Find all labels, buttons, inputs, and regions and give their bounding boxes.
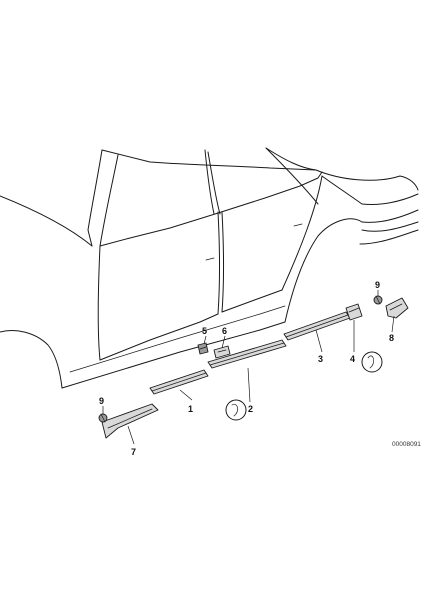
detail-circle-right bbox=[361, 351, 383, 373]
part-9-clip-right bbox=[373, 295, 383, 305]
callout-4: 4 bbox=[350, 354, 355, 364]
part-6-clip bbox=[213, 345, 231, 359]
callout-3: 3 bbox=[318, 354, 323, 364]
callout-5: 5 bbox=[202, 326, 207, 336]
callout-7: 7 bbox=[131, 447, 136, 457]
parts bbox=[98, 295, 409, 439]
callout-2: 2 bbox=[248, 404, 253, 414]
part-5-clip bbox=[197, 342, 209, 355]
part-4-end-cap bbox=[345, 303, 363, 321]
leader-lines bbox=[102, 290, 395, 445]
callout-8: 8 bbox=[389, 333, 394, 343]
callout-labels: 1 2 3 4 5 6 7 8 9 9 bbox=[99, 280, 394, 457]
car-body-outline bbox=[0, 147, 419, 389]
part-9-clip-left bbox=[98, 413, 108, 423]
reference-code: 00008091 bbox=[392, 441, 421, 448]
callout-6: 6 bbox=[222, 326, 227, 336]
callout-9-left: 9 bbox=[99, 396, 104, 406]
part-8-rear-cap bbox=[385, 297, 409, 319]
callout-9-right: 9 bbox=[375, 280, 380, 290]
callout-1: 1 bbox=[188, 404, 193, 414]
detail-circle-left bbox=[225, 399, 247, 421]
